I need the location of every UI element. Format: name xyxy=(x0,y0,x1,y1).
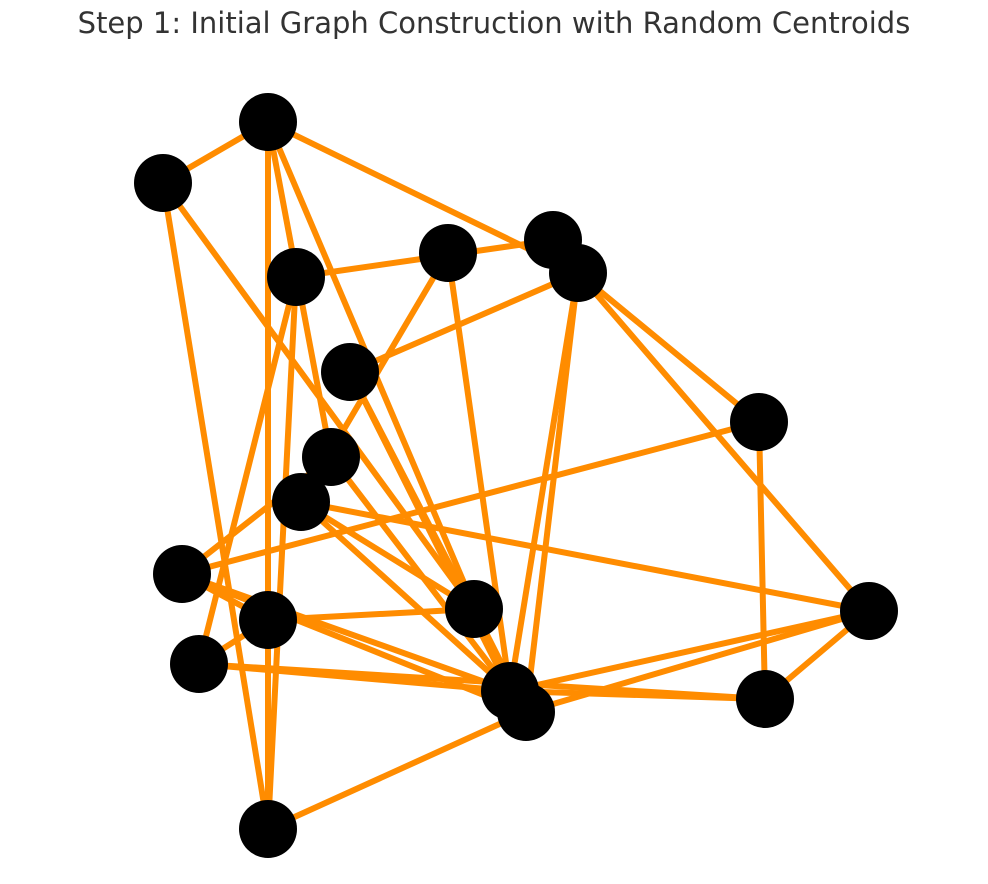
edge-13-14 xyxy=(196,661,513,694)
node-8 xyxy=(730,393,788,451)
node-layer xyxy=(134,93,898,858)
node-13 xyxy=(170,635,228,693)
node-10 xyxy=(153,545,211,603)
edge-14-16 xyxy=(507,688,768,702)
edge-5-15 xyxy=(523,270,581,715)
node-6 xyxy=(321,343,379,401)
edge-8-10 xyxy=(179,419,762,577)
node-5 xyxy=(549,244,607,302)
edge-2-13 xyxy=(196,274,299,667)
edge-5-17 xyxy=(575,270,872,614)
edge-14-17 xyxy=(507,608,872,694)
diagram-title: Step 1: Initial Graph Construction with … xyxy=(77,6,911,40)
node-1 xyxy=(134,154,192,212)
edge-5-8 xyxy=(575,270,762,425)
node-2 xyxy=(267,248,325,306)
edge-9-17 xyxy=(298,499,872,614)
edge-1-11 xyxy=(160,180,477,612)
node-12 xyxy=(239,591,297,649)
node-16 xyxy=(736,670,794,728)
edge-5-6 xyxy=(347,270,581,375)
node-9 xyxy=(272,473,330,531)
node-15 xyxy=(497,683,555,741)
node-7 xyxy=(302,428,360,486)
edge-5-14 xyxy=(507,270,581,694)
edge-9-14 xyxy=(298,499,513,694)
edge-1-18 xyxy=(160,180,271,832)
edge-15-18 xyxy=(265,709,529,832)
node-18 xyxy=(239,800,297,858)
node-17 xyxy=(840,582,898,640)
node-0 xyxy=(239,93,297,151)
edge-2-18 xyxy=(265,274,299,832)
edge-11-12 xyxy=(265,606,477,623)
edge-9-11 xyxy=(298,499,477,612)
edge-15-17 xyxy=(523,608,872,715)
edge-8-16 xyxy=(756,419,768,702)
node-3 xyxy=(419,224,477,282)
node-11 xyxy=(445,580,503,638)
